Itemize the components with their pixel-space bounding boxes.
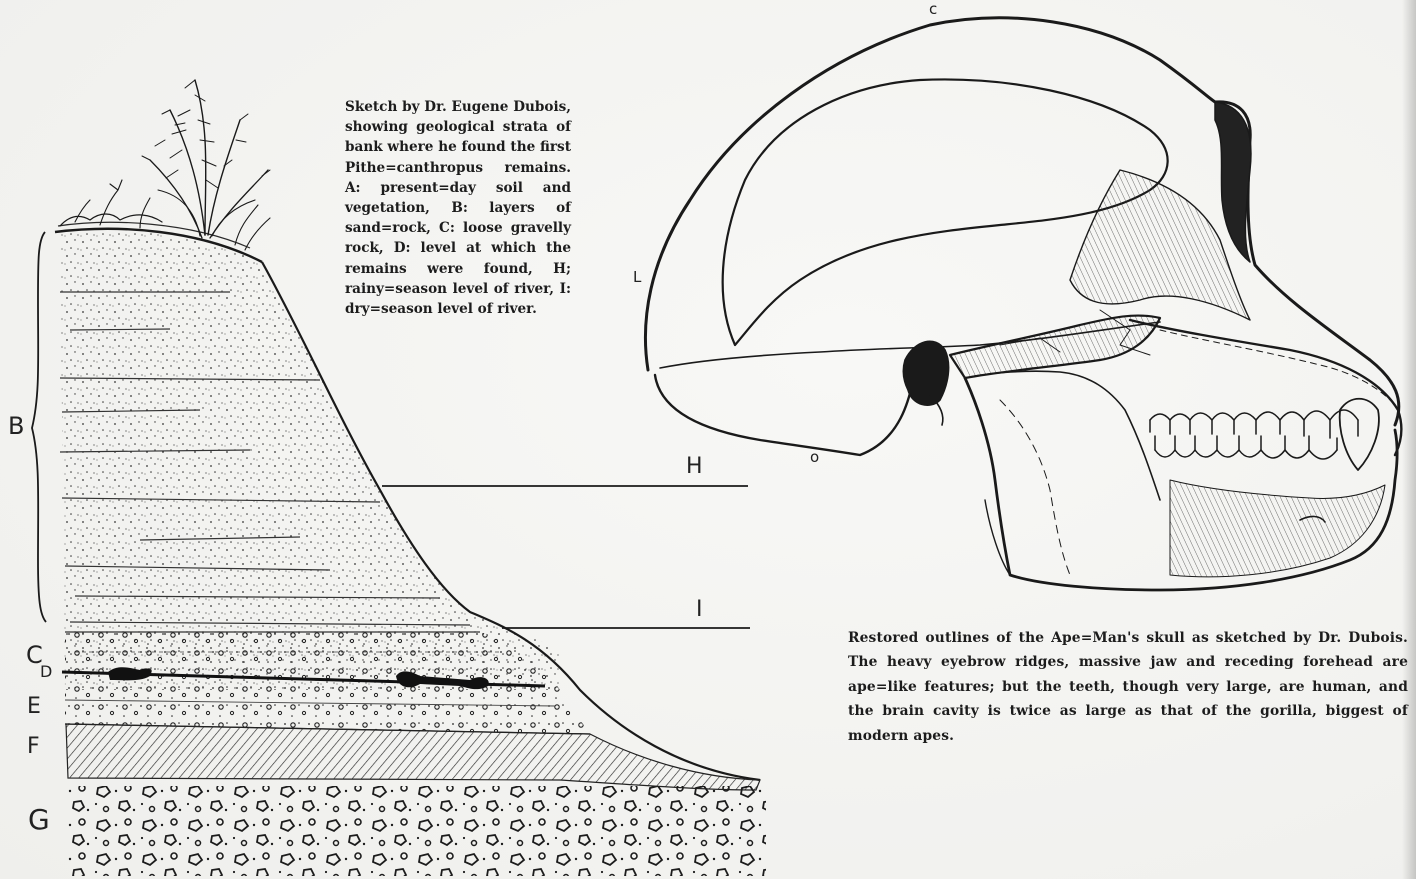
skull-label-l: L xyxy=(633,270,641,285)
label-e: E xyxy=(27,696,41,718)
label-d: D xyxy=(40,664,52,680)
label-h: H xyxy=(686,456,703,478)
skull-label-c: c xyxy=(929,2,937,17)
zygomatic-arch xyxy=(950,316,1160,378)
skull-caption: Restored outlines of the Ape=Man's skull… xyxy=(848,626,1408,748)
skull-label-o: o xyxy=(810,450,819,465)
strata-caption: Sketch by Dr. Eugene Dubois, showing geo… xyxy=(345,97,571,319)
label-i: I xyxy=(696,599,703,621)
vegetation xyxy=(60,80,270,250)
ear-opening xyxy=(903,341,948,405)
b-brace xyxy=(32,232,46,622)
brow-ridge xyxy=(1215,102,1251,262)
lower-teeth xyxy=(1155,436,1337,459)
skull-drawing xyxy=(645,18,1401,590)
label-g: G xyxy=(28,806,50,834)
snout xyxy=(1130,320,1401,455)
label-b: B xyxy=(8,414,24,438)
upper-teeth xyxy=(1150,410,1358,438)
stone-layer-g xyxy=(66,786,766,876)
label-f: F xyxy=(27,736,40,758)
clay-layer-f xyxy=(66,724,760,790)
